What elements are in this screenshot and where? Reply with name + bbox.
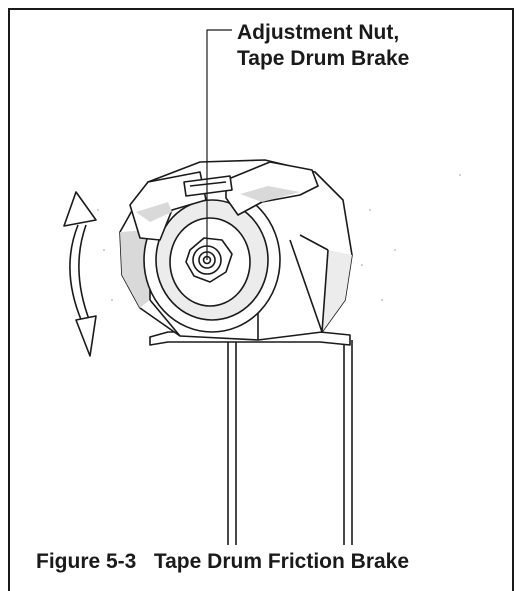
- brake-shoe-top: [183, 175, 233, 197]
- adjustment-nut-callout: Adjustment Nut, Tape Drum Brake: [237, 20, 409, 72]
- callout-line-1: Adjustment Nut,: [237, 21, 400, 44]
- rotation-arrow-icon: [63, 191, 97, 357]
- mounting-post: [227, 340, 353, 545]
- figure-frame: [8, 8, 514, 591]
- callout-line-2: Tape Drum Brake: [237, 47, 410, 70]
- callout-leader-line: [206, 29, 232, 260]
- figure-caption: Figure 5-3 Tape Drum Friction Brake: [36, 550, 410, 573]
